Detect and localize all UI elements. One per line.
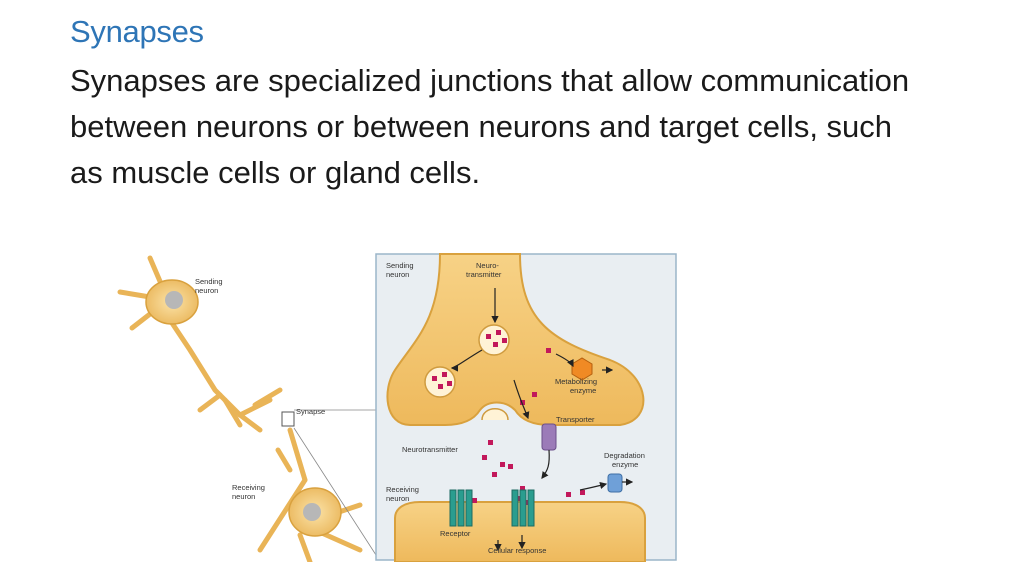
- slide-title: Synapses: [70, 14, 204, 49]
- synapse-figure: Sending neuron Synapse Receiving neuron: [110, 250, 680, 562]
- degradation-enzyme: [607, 473, 623, 493]
- vesicles: [424, 324, 510, 421]
- label-metabolizing-enzyme: Metabolizing: [555, 377, 597, 386]
- svg-text:enzyme: enzyme: [570, 386, 596, 395]
- label-degradation-enzyme: Degradation: [604, 451, 645, 460]
- metabolizing-enzyme: [571, 357, 593, 381]
- label-neurotransmitter: Neurotransmitter: [402, 445, 458, 454]
- svg-text:neuron: neuron: [195, 286, 218, 295]
- left-neuron-diagram: Sending neuron Synapse Receiving neuron: [117, 255, 377, 562]
- label-receptor: Receptor: [440, 529, 471, 538]
- label-receiving-neuron-left: Receiving: [232, 483, 265, 492]
- svg-text:neuron: neuron: [386, 494, 409, 503]
- label-cellular-response: Cellular response: [488, 546, 546, 555]
- slide-body-text: Synapses are specialized junctions that …: [70, 63, 910, 190]
- label-receiving-neuron: Receiving: [386, 485, 419, 494]
- svg-text:neuron: neuron: [232, 492, 255, 501]
- transporter: [541, 423, 557, 451]
- svg-text:neuron: neuron: [386, 270, 409, 279]
- label-sending-neuron: Sending: [386, 261, 414, 270]
- receptors: [449, 489, 535, 527]
- label-sending-neuron-left: Sending: [195, 277, 223, 286]
- flow-arrows: [450, 288, 634, 552]
- svg-text:transmitter: transmitter: [466, 270, 502, 279]
- label-synapse: Synapse: [296, 407, 325, 416]
- svg-text:enzyme: enzyme: [612, 460, 638, 469]
- synapse-marker-box: [281, 411, 295, 427]
- label-neurotransmitter-top: Neuro-: [476, 261, 499, 270]
- synapse-detail-panel: Sending neuron Neuro- transmitter Metabo…: [375, 253, 677, 562]
- label-transporter: Transporter: [556, 415, 595, 424]
